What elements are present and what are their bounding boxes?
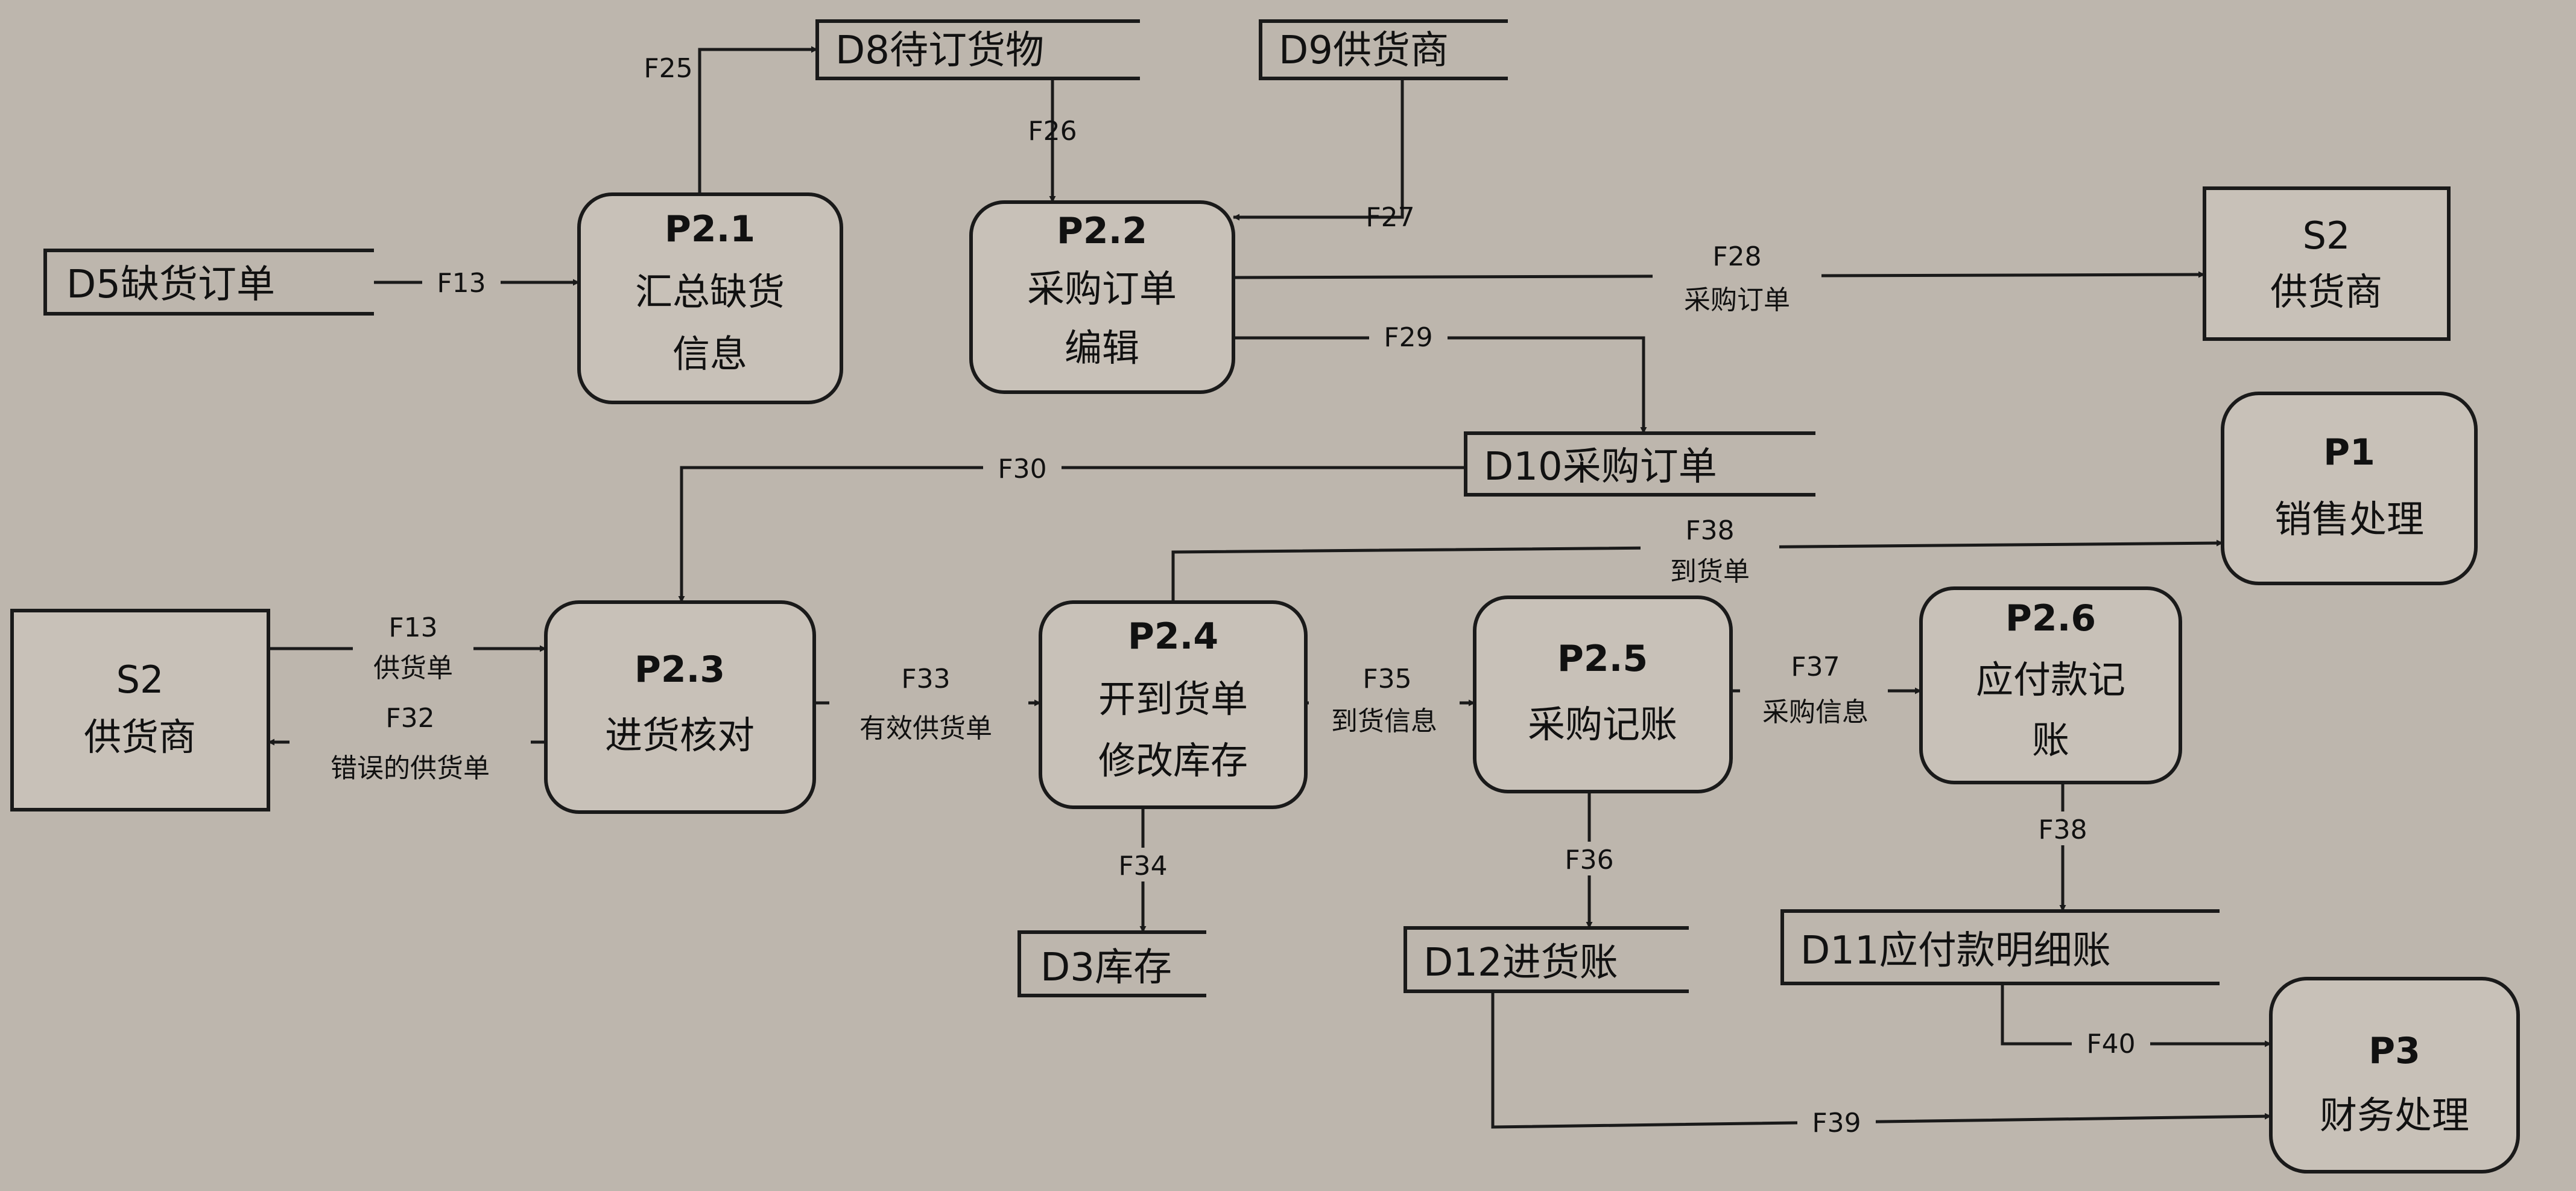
flow-f38-bottom: F38 — [2024, 783, 2102, 912]
flow-f37-id: F37 — [1791, 652, 1840, 682]
process-p2-6-line1: 应付款记 — [1976, 658, 2125, 702]
process-p2-2-id: P2.2 — [1057, 210, 1147, 252]
flow-f28-label: 采购订单 — [1684, 285, 1790, 316]
flow-f13-bottom: F13 供货单 — [268, 611, 546, 686]
process-p2-2: P2.2 采购订单 编辑 — [969, 200, 1235, 394]
flow-f29-id: F29 — [1384, 322, 1432, 353]
flow-f27-id: F27 — [1366, 202, 1414, 233]
process-p2-4: P2.4 开到货单 修改库存 — [1039, 600, 1308, 809]
flow-f32: F32 错误的供货单 — [268, 701, 546, 789]
flow-f35: F35 到货信息 — [1306, 662, 1475, 753]
flow-f35-id: F35 — [1362, 664, 1411, 694]
process-p2-4-line2: 修改库存 — [1098, 738, 1248, 783]
store-d5-label: D5缺货订单 — [66, 262, 275, 307]
store-d9-label: D9供货商 — [1279, 28, 1449, 73]
flow-f36-id: F36 — [1565, 845, 1613, 875]
process-p2-4-id: P2.4 — [1128, 615, 1218, 658]
process-p3-id: P3 — [2369, 1030, 2420, 1072]
process-p2-2-line2: 编辑 — [1065, 326, 1139, 370]
flow-f13-top-id: F13 — [437, 268, 486, 299]
flow-f36: F36 — [1550, 792, 1628, 929]
entity-s2-left-name: 供货商 — [84, 715, 196, 759]
process-p2-5-id: P2.5 — [1557, 638, 1648, 680]
process-p1: P1 销售处理 — [2221, 392, 2478, 585]
flow-f38-top-label: 到货单 — [1670, 556, 1750, 587]
flow-f25: F25 — [644, 46, 818, 194]
flow-f40: F40 — [2001, 983, 2271, 1061]
process-p2-1-line2: 信息 — [672, 332, 747, 376]
flow-f35-label: 到货信息 — [1331, 706, 1437, 737]
process-p2-1: P2.1 汇总缺货 信息 — [577, 192, 843, 404]
flow-f33-label: 有效供货单 — [859, 713, 992, 744]
store-d12-label: D12进货账 — [1423, 941, 1618, 985]
process-p2-5-line1: 采购记账 — [1528, 702, 1677, 746]
store-d11-label: D11应付款明细账 — [1800, 929, 2111, 973]
flow-f26: F26 — [1028, 78, 1077, 203]
flow-f33: F33 有效供货单 — [814, 662, 1041, 753]
process-p1-line1: 销售处理 — [2274, 497, 2424, 541]
process-p2-4-line1: 开到货单 — [1098, 677, 1248, 721]
entity-s2-right: S2 供货商 — [2203, 186, 2451, 341]
flow-f34: F34 — [1104, 807, 1182, 933]
flow-f28-id: F28 — [1712, 241, 1761, 272]
flow-f13-bottom-label: 供货单 — [373, 653, 453, 684]
process-p2-6-line2: 账 — [2032, 718, 2069, 762]
process-p2-5: P2.5 采购记账 — [1473, 596, 1733, 793]
entity-s2-left-id: S2 — [116, 658, 164, 702]
store-d3-label: D3库存 — [1040, 945, 1172, 990]
flow-f39-id: F39 — [1812, 1108, 1861, 1139]
store-d10: D10采购订单 — [1464, 431, 1815, 497]
process-p2-3-id: P2.3 — [635, 649, 725, 691]
process-p2-6: P2.6 应付款记 账 — [1919, 586, 2182, 784]
process-p2-2-line1: 采购订单 — [1027, 267, 1177, 311]
flow-f25-id: F25 — [644, 53, 692, 84]
flow-f37-label: 采购信息 — [1762, 697, 1869, 728]
process-p2-6-id: P2.6 — [2005, 597, 2096, 640]
store-d12: D12进货账 — [1404, 926, 1689, 993]
flow-f38-top: F38 到货单 — [1171, 513, 2223, 602]
process-p3-line1: 财务处理 — [2320, 1093, 2469, 1137]
flow-f38-top-id: F38 — [1685, 515, 1734, 546]
process-p2-3-line1: 进货核对 — [605, 713, 755, 757]
flow-f29: F29 — [1233, 319, 1647, 434]
flow-f32-id: F32 — [385, 703, 434, 734]
store-d9: D9供货商 — [1259, 19, 1508, 80]
flow-f30: F30 — [678, 451, 1466, 603]
process-p2-3: P2.3 进货核对 — [544, 600, 816, 814]
entity-s2-left: S2 供货商 — [10, 609, 270, 811]
flow-f37: F37 采购信息 — [1731, 650, 1922, 738]
store-d10-label: D10采购订单 — [1484, 445, 1717, 489]
store-d5: D5缺货订单 — [43, 249, 374, 316]
entity-s2-right-id: S2 — [2303, 214, 2350, 258]
flow-f40-id: F40 — [2086, 1029, 2135, 1059]
flow-f26-id: F26 — [1028, 116, 1077, 147]
flow-f27: F27 — [1233, 78, 1415, 233]
flow-f39: F39 — [1491, 991, 2271, 1139]
store-d8-label: D8待订货物 — [835, 28, 1044, 73]
process-p2-1-line1: 汇总缺货 — [635, 270, 785, 314]
process-p2-1-id: P2.1 — [665, 208, 755, 250]
process-p1-id: P1 — [2323, 431, 2375, 474]
store-d3: D3库存 — [1017, 930, 1206, 997]
flow-f13-top: F13 — [374, 265, 580, 299]
flow-f13-bottom-id: F13 — [388, 612, 437, 643]
flow-f32-label: 错误的供货单 — [331, 753, 490, 784]
flow-f38-bottom-id: F38 — [2038, 815, 2087, 845]
flow-f28: F28 采购订单 — [1233, 238, 2205, 317]
entity-s2-right-name: 供货商 — [2270, 270, 2382, 314]
flow-f34-id: F34 — [1118, 851, 1167, 881]
flow-f33-id: F33 — [901, 664, 950, 694]
process-p3: P3 财务处理 — [2269, 977, 2520, 1174]
flow-f30-id: F30 — [998, 454, 1046, 484]
